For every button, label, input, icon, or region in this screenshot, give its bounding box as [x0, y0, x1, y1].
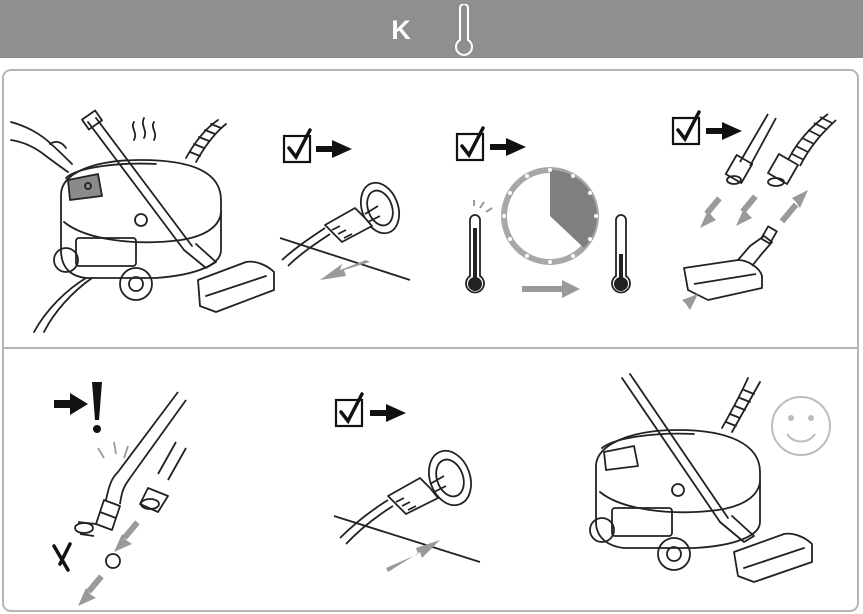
heat-waves-icon — [131, 117, 157, 141]
direction-arrows — [78, 520, 144, 606]
direction-arrow — [320, 260, 370, 280]
vacuum-cleaner-icon — [589, 373, 813, 583]
arrow-right-icon — [706, 122, 742, 140]
socket-icon — [428, 449, 472, 507]
step-check-parts — [671, 110, 837, 322]
tube-icon — [74, 391, 187, 537]
cool-thermometer-icon — [611, 214, 631, 294]
step-wait-cool-down — [455, 126, 631, 298]
plug-icon — [339, 475, 447, 545]
arrow-right-icon — [316, 140, 352, 158]
checkbox-icon — [671, 110, 701, 146]
step-plug-in — [333, 392, 481, 572]
step-ready — [589, 373, 831, 583]
step-overheated-vacuum — [10, 109, 275, 333]
direction-arrow — [386, 540, 440, 572]
hot-thermometer-icon — [465, 200, 493, 294]
smiley-icon — [771, 396, 831, 456]
blockage-icon — [97, 441, 129, 569]
checkbox-icon — [282, 128, 312, 164]
hose-icon — [767, 113, 837, 187]
floor-nozzle-icon — [683, 225, 778, 301]
step-unplug — [279, 128, 411, 281]
vacuum-cleaner-icon — [33, 109, 275, 333]
plug-icon — [281, 205, 381, 267]
thermometer-icon — [455, 4, 473, 56]
checkbox-icon — [334, 392, 364, 428]
attention-icon — [54, 382, 102, 433]
timer-dial-icon — [501, 167, 599, 265]
direction-arrow — [522, 280, 580, 298]
hand-icon — [10, 121, 73, 173]
arrow-right-icon — [370, 404, 406, 422]
tube-icon — [724, 113, 777, 185]
cross-icon — [52, 542, 72, 572]
panel-divider — [2, 347, 859, 349]
step-remove-blockage — [52, 382, 187, 606]
checkbox-icon — [455, 126, 485, 162]
header-bar: K — [0, 0, 863, 58]
arrow-right-icon — [490, 138, 526, 156]
direction-arrows — [672, 190, 808, 322]
section-letter: K — [391, 15, 411, 45]
